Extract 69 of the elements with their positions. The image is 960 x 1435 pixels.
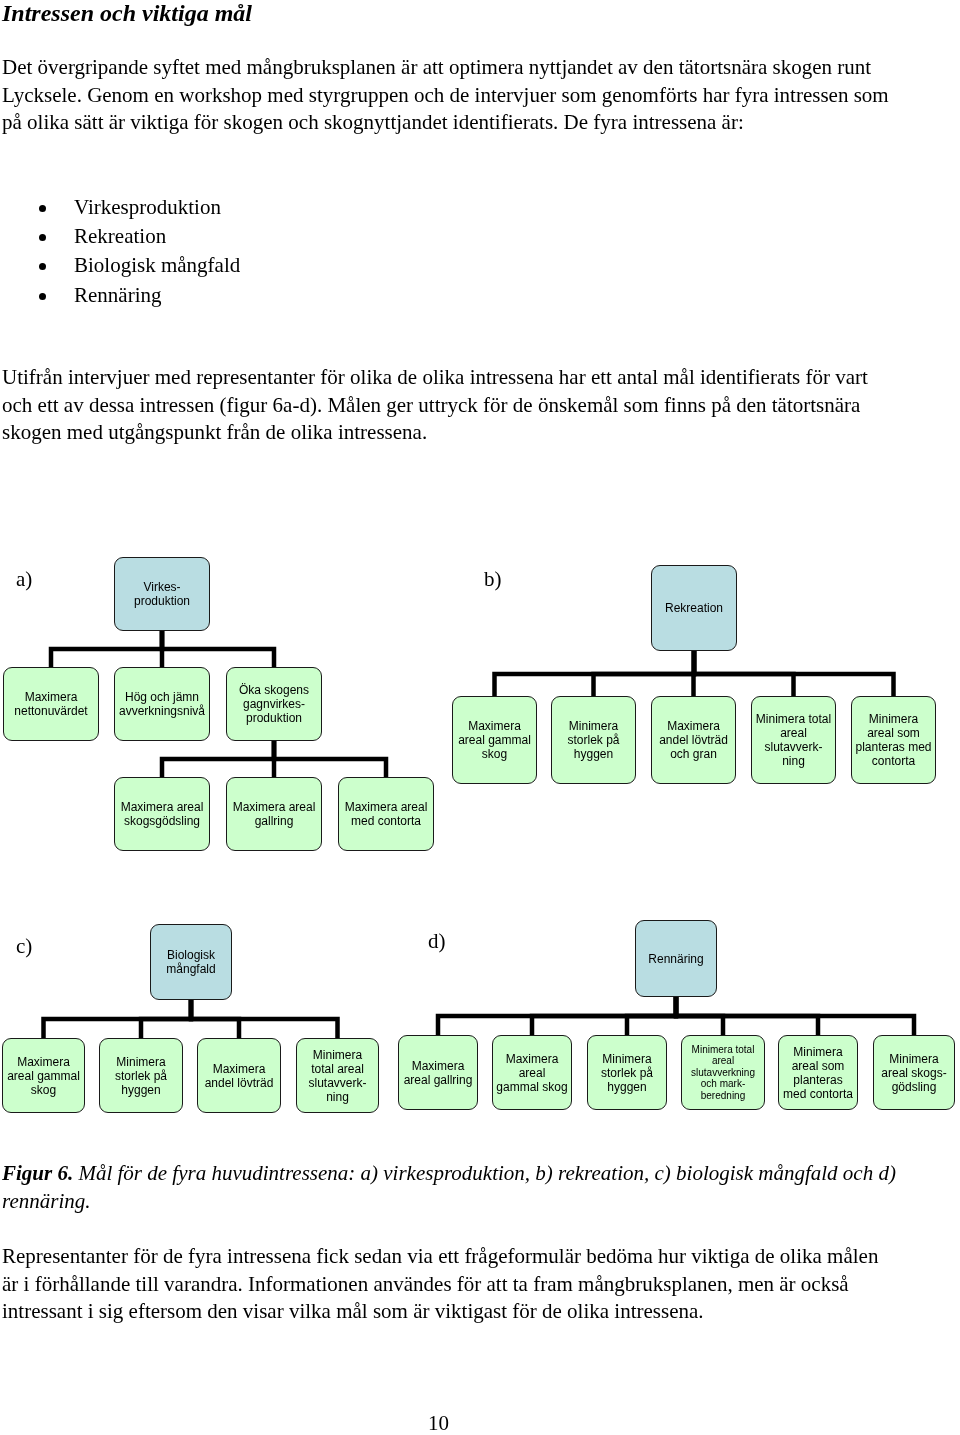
box-text: Maximera andel lövträd och gran [658,719,729,761]
goal-box [226,777,322,851]
panel-label: d) [428,928,447,955]
goal-box [851,696,936,784]
box-text: Minimera storlek på hyggen [114,1054,168,1097]
box-text: Maximera areal gallring [231,800,317,828]
goal-box [651,696,736,784]
box-text: Minimera storlek på hyggen [600,1051,654,1094]
list-item: Rekreation [74,223,168,250]
box-text: Minimera storlek på hyggen [566,719,621,761]
panel-label: c) [16,933,34,960]
goal-box [114,667,210,741]
connector-line [673,997,917,1035]
interest-box [635,920,717,997]
box-text: Rennäring [648,951,704,966]
goal-box [587,1035,667,1110]
box-text: Virkes- produktion [132,580,191,608]
panel-label: b) [484,566,503,593]
list-item: Biologisk mångfald [74,252,242,279]
goal-box [492,1035,572,1110]
box-text: Minimera total areal slutavverkning och mark- beredning [690,1043,756,1102]
goal-box [751,696,836,784]
goal-box [452,696,537,784]
box-text: Maximera nettonuvärdet [13,690,89,718]
goal-box [338,777,434,851]
box-text: Maximera areal gammal skog [457,719,532,761]
page-number: 10 [428,1410,450,1435]
connector-line [691,651,896,696]
list-item: Rennäring [74,282,163,309]
box-text: Minimera areal skogs- gödsling [880,1051,948,1094]
paragraph: Representanter för de fyra intressena fick sedan via ett frågeformulär bedöma hur viktiga de olika målen är i förhållande till varandra. Informationen användes för att ta fram mångbruksplanen, men är också intressant i sig eftersom den visar vilka mål som är viktigast för de olika intressena. [2,1243,880,1326]
box-text: Hög och jämn avverkningsnivå [118,690,206,718]
connector-line [271,741,389,777]
box-text: Minimera total areal slutavverk- ning [307,1047,368,1104]
connector-line [188,1000,340,1038]
goal-box [197,1038,281,1113]
paragraph: Utifrån intervjuer med representanter för olika de olika intressena har ett antal mål identifierats för vart och ett av dessa intressen (figur 6a-d). Målen ger uttryck för de önskemål som finns på den tätortsnära skogen med utgångspunkt från de olika intressena. [2,364,869,447]
box-text: Maximera areal med contorta [343,800,429,828]
box-text: Minimera areal som planteras med contorta [782,1044,854,1101]
box-text: Maximera areal gallring [402,1058,474,1087]
figure-caption: Figur 6. Mål för de fyra huvudintressena: a) virkesproduktion, b) rekreation, c) biologisk mångfald och d) rennäring. [2,1160,897,1215]
box-text: Maximera areal gammal skog [496,1051,568,1094]
box-text: Maximera andel lövträd [203,1061,275,1090]
box-text: Maximera areal gammal skog [6,1054,81,1097]
heading: Intressen och viktiga mål [2,0,254,27]
goal-box [296,1038,379,1113]
goal-box [681,1035,765,1110]
goal-box [873,1035,955,1110]
goal-box [551,696,636,784]
goal-box [778,1035,858,1110]
paragraph: Det övergripande syftet med mångbruksplanen är att optimera nyttjandet av den tätortsnära skogen runt Lycksele. Genom en workshop med styrgruppen och de intervjuer som genomförts har fyra intressen som på olika sätt är viktiga för skogen och skognyttjandet identifierats. De fyra intressena är: [2,54,890,137]
box-text: Rekreation [665,601,723,615]
goal-box [3,667,99,741]
box-text: Öka skogens gagnvirkes- produktion [237,683,310,725]
interest-box [651,565,737,651]
interest-box [150,924,232,1000]
list-item: Virkesproduktion [74,194,222,221]
goal-box [2,1038,85,1113]
goal-box [99,1038,183,1113]
box-text: Biologisk mångfald [165,948,217,976]
connector-line [159,631,277,667]
box-text: Minimera areal som planteras med contorta [855,712,932,768]
goal-box [226,667,322,741]
goal-box [398,1035,478,1110]
panel-label: a) [16,566,34,593]
goal-box [114,777,210,851]
box-text: Maximera areal skogsgödsling [119,800,205,828]
interest-box [114,557,210,631]
box-text: Minimera total areal slutavverk- ning [755,712,832,768]
